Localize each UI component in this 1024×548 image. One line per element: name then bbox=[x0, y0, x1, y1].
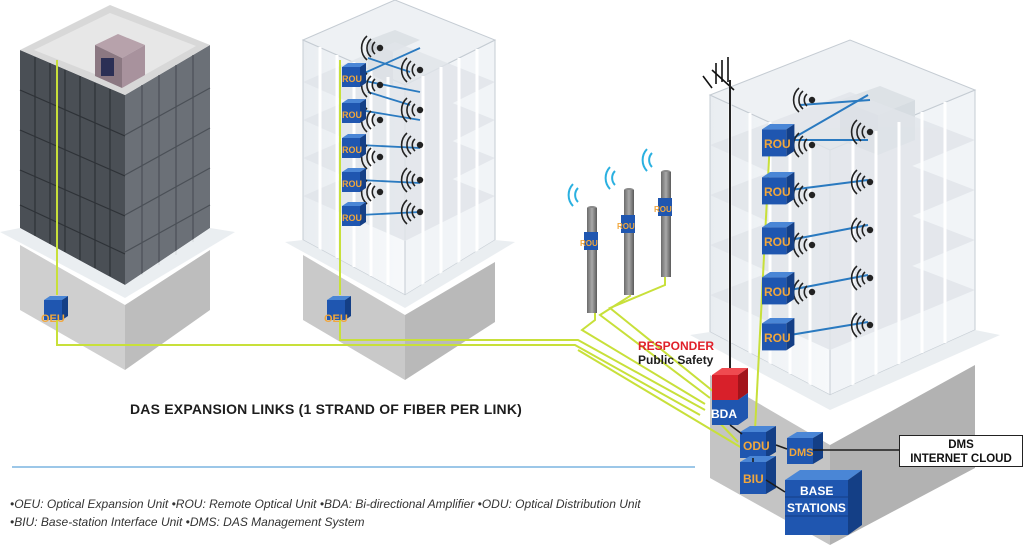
odu-unit-block bbox=[740, 426, 776, 458]
expansion-links-title: DAS EXPANSION LINKS (1 STRAND OF FIBER P… bbox=[130, 401, 523, 417]
bda-unit-block bbox=[712, 368, 748, 425]
responder-label: RESPONDER bbox=[638, 339, 715, 353]
coax-lines-building-3 bbox=[789, 94, 871, 336]
dms-cloud-line2: INTERNET CLOUD bbox=[910, 453, 1012, 465]
rou-label-b2-3: ROU bbox=[342, 145, 362, 155]
rou-label-pole-3: ROU bbox=[654, 205, 672, 214]
base-stations-block bbox=[785, 470, 862, 535]
rou-label-b2-1: ROU bbox=[342, 74, 362, 84]
base-stations-line2: STATIONS bbox=[787, 501, 846, 515]
rou-label-b2-2: ROU bbox=[342, 110, 362, 120]
bda-label: BDA bbox=[711, 407, 737, 421]
rou-label-b3-3: ROU bbox=[764, 235, 791, 249]
public-safety-label: Public Safety bbox=[638, 353, 714, 367]
rou-label-b2-5: ROU bbox=[342, 213, 362, 223]
oeu-label-1: OEU bbox=[41, 313, 65, 325]
rou-label-pole-1: ROU bbox=[580, 239, 598, 248]
legend-line-2: •BIU: Base-station Interface Unit •DMS: … bbox=[10, 515, 365, 529]
rou-label-b3-4: ROU bbox=[764, 285, 791, 299]
oeu-label-2: OEU bbox=[324, 313, 348, 325]
rou-label-b3-1: ROU bbox=[764, 137, 791, 151]
tower-antenna-icon bbox=[702, 57, 735, 370]
rou-label-b3-5: ROU bbox=[764, 331, 791, 345]
wifi-signal-icon bbox=[567, 148, 653, 207]
building-oeu-dark bbox=[0, 5, 235, 370]
building-main-glass bbox=[690, 39, 1000, 545]
rou-label-pole-2: ROU bbox=[617, 222, 635, 231]
backbone-links bbox=[729, 424, 900, 493]
dms-unit-label: DMS bbox=[789, 447, 813, 459]
dms-unit-block bbox=[787, 432, 823, 464]
rou-label-b2-4: ROU bbox=[342, 179, 362, 189]
base-stations-line1: BASE bbox=[800, 484, 833, 498]
legend-line-1: •OEU: Optical Expansion Unit •ROU: Remot… bbox=[10, 497, 641, 511]
dms-internet-cloud-box: DMS INTERNET CLOUD bbox=[899, 435, 1023, 467]
biu-label: BIU bbox=[743, 472, 764, 486]
rou-label-b3-2: ROU bbox=[764, 185, 791, 199]
dms-cloud-line1: DMS bbox=[948, 439, 974, 451]
odu-label: ODU bbox=[743, 439, 770, 453]
outdoor-rou-poles bbox=[567, 148, 672, 313]
biu-unit-block bbox=[740, 456, 776, 494]
